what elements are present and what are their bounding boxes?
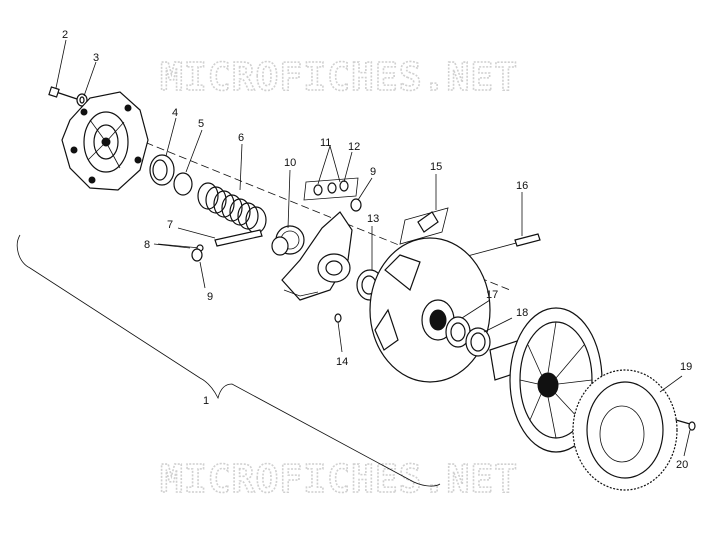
movable-sheave bbox=[369, 237, 491, 383]
part-19-ring-gear bbox=[572, 369, 678, 491]
part-6-spring bbox=[197, 182, 267, 234]
watermark-bottom: MICROFICHES.NET bbox=[160, 457, 518, 501]
callout-11: 11 bbox=[320, 137, 331, 149]
part-7-pin bbox=[214, 229, 263, 247]
fixed-sheave bbox=[489, 307, 603, 453]
part-11-12-bushings bbox=[303, 177, 359, 201]
cover-plate bbox=[61, 91, 149, 191]
callout-5: 5 bbox=[198, 118, 204, 130]
callout-16: 16 bbox=[516, 180, 528, 192]
callout-13: 13 bbox=[367, 213, 379, 225]
callout-1: 1 bbox=[203, 395, 209, 407]
part-16-pin bbox=[514, 233, 541, 247]
part-2-bolt bbox=[48, 86, 81, 101]
spider-arm bbox=[281, 211, 353, 301]
part-18-washer bbox=[465, 327, 491, 357]
callout-17: 17 bbox=[486, 289, 498, 301]
leader-lines bbox=[55, 39, 691, 457]
callout-7: 7 bbox=[167, 219, 173, 231]
callout-2: 2 bbox=[62, 29, 68, 41]
callout-20: 20 bbox=[676, 459, 688, 471]
callout-18: 18 bbox=[516, 307, 528, 319]
callout-6: 6 bbox=[238, 132, 244, 144]
callout-3: 3 bbox=[93, 52, 99, 64]
part-5-snap-ring bbox=[173, 172, 193, 196]
part-20-screw bbox=[675, 419, 696, 431]
part-15-shoe bbox=[399, 207, 449, 245]
callout-15: 15 bbox=[430, 161, 442, 173]
part-10-roller bbox=[271, 225, 305, 256]
callout-14: 14 bbox=[336, 356, 348, 368]
part-14-screw bbox=[334, 313, 342, 323]
callout-12: 12 bbox=[348, 141, 360, 153]
callout-10: 10 bbox=[284, 157, 296, 169]
part-4-bushing bbox=[149, 154, 175, 186]
callout-8: 8 bbox=[144, 239, 150, 251]
part-9-roller-lower bbox=[191, 248, 203, 262]
watermark-top: MICROFICHES.NET bbox=[160, 55, 518, 99]
callout-19: 19 bbox=[680, 361, 692, 373]
callout-4: 4 bbox=[172, 107, 178, 119]
bracket-part-1 bbox=[16, 234, 441, 487]
callout-9-upper: 9 bbox=[370, 166, 376, 178]
part-9-roller-upper bbox=[350, 198, 362, 212]
callout-9-lower: 9 bbox=[207, 291, 213, 303]
